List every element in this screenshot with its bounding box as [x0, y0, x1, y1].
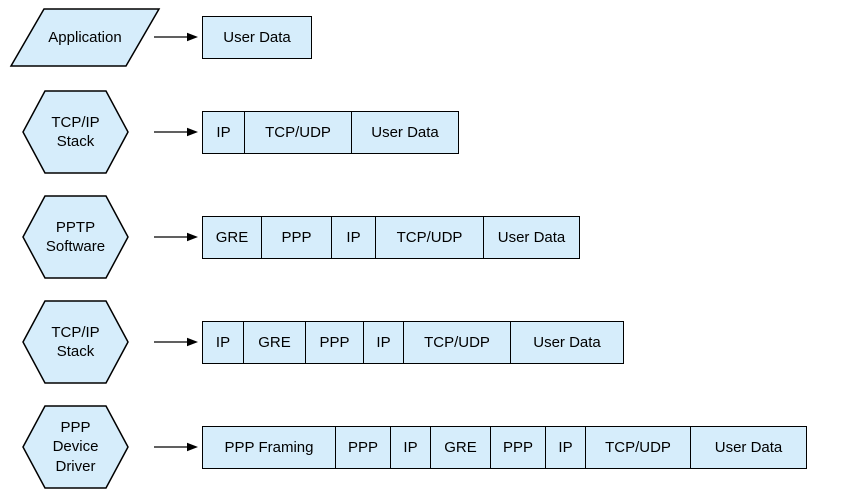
packet-cell: GRE	[244, 322, 306, 363]
arrow-right-icon	[154, 32, 198, 42]
packet-cell: PPP	[262, 217, 332, 258]
packet-cell: User Data	[533, 334, 601, 351]
shape-label: TCP/IP Stack	[51, 113, 100, 150]
hexagon-icon	[22, 90, 129, 174]
packet-cell: PPP	[336, 427, 391, 468]
packet-strip: PPP Framing PPP IP GRE PPP IP TCP/UDP Us…	[202, 426, 807, 469]
packet-strip: GRE PPP IP TCP/UDP User Data	[202, 216, 580, 259]
packet-cell: IP	[203, 322, 244, 363]
tcpip-stack-hexagon-shape: TCP/IP Stack	[22, 300, 129, 384]
arrow-right-icon	[154, 127, 198, 137]
packet-cell: IP	[391, 427, 431, 468]
packet-cell: TCP/UDP	[404, 322, 511, 363]
packet-cell: User Data	[223, 29, 291, 46]
packet-cell: IP	[546, 427, 586, 468]
packet-cell: User Data	[714, 439, 783, 456]
hexagon-icon	[22, 405, 129, 489]
hexagon-icon	[22, 195, 129, 279]
packet-strip: IP TCP/UDP User Data	[202, 111, 459, 154]
parallelogram-icon	[9, 8, 161, 67]
pptp-software-hexagon-shape: PPTP Software	[22, 195, 129, 279]
arrow-right-icon	[154, 337, 198, 347]
packet-cell: GRE	[203, 217, 262, 258]
shape-label: Application	[48, 28, 122, 46]
shape-label: PPTP Software	[45, 218, 106, 255]
packet-cell: PPP	[491, 427, 546, 468]
packet-cell: IP	[203, 112, 245, 153]
packet-cell: TCP/UDP	[586, 427, 691, 468]
packet-cell: User Data	[497, 229, 566, 246]
packet-cell: IP	[332, 217, 376, 258]
packet-cell: User Data	[371, 124, 439, 141]
application-parallelogram-shape: Application	[9, 8, 161, 67]
packet-cell: IP	[364, 322, 404, 363]
packet-strip: User Data	[202, 16, 312, 59]
arrow-right-icon	[154, 442, 198, 452]
arrow-right-icon	[154, 232, 198, 242]
packet-cell: PPP Framing	[203, 427, 336, 468]
packet-cell: GRE	[431, 427, 491, 468]
ppp-device-driver-hexagon-shape: PPP Device Driver	[22, 405, 129, 489]
packet-cell: TCP/UDP	[376, 217, 484, 258]
shape-label: PPP Device Driver	[52, 419, 99, 475]
hexagon-icon	[22, 300, 129, 384]
packet-cell: TCP/UDP	[245, 112, 352, 153]
packet-strip: IP GRE PPP IP TCP/UDP User Data	[202, 321, 624, 364]
tcpip-stack-hexagon-shape: TCP/IP Stack	[22, 90, 129, 174]
packet-cell: PPP	[306, 322, 364, 363]
shape-label: TCP/IP Stack	[51, 323, 100, 360]
